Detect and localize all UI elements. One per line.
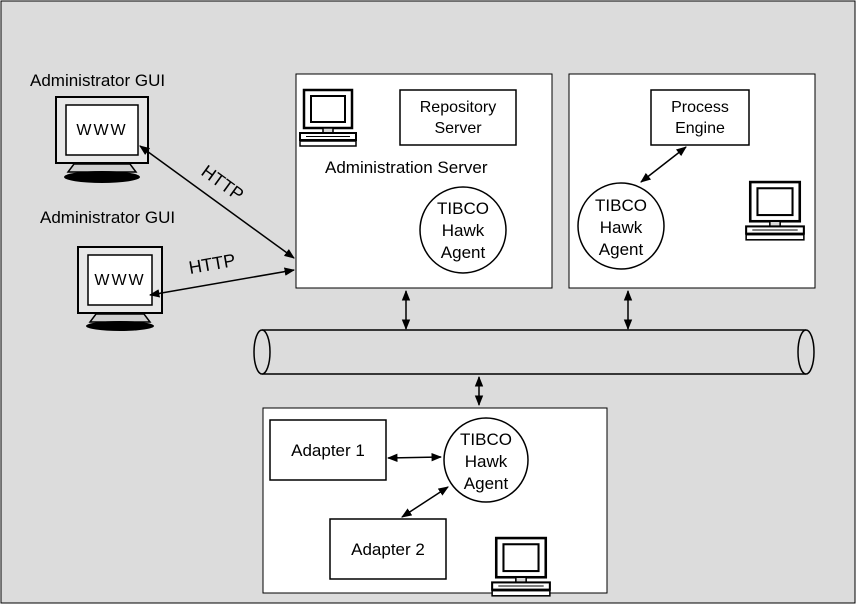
process-hawk-agent-line2: Hawk [600,218,643,237]
adapter1-box [269,419,387,481]
gui-bottom-label: Administrator GUI [40,208,175,227]
http-top-arrow [139,145,295,259]
process-hawk-agent-line1: TIBCO [595,196,647,215]
gui-bottom-screen-text: WWW [94,272,145,289]
process-engine-box [650,89,750,146]
http-bottom-arrow [148,267,296,298]
process-hawk-agent-circle [577,182,665,270]
process-server-computer-icon [744,180,806,242]
adapter2-box [329,518,447,580]
adapter-hawk-agent-line3: Agent [464,474,509,493]
admin-hawk-agent-circle [419,186,507,274]
admin-hawk-agent-line1: TIBCO [437,199,489,218]
admin-hawk-agent-line3: Agent [441,243,486,262]
repository-server-line1: Repository [420,99,496,116]
adapter-hawk-agent-circle [443,417,529,503]
admin-server-computer-icon [298,88,358,148]
process-engine-line2: Engine [675,120,725,137]
admin-hawk-agent-line2: Hawk [442,221,485,240]
gui-top-screen-text: WWW [76,122,127,139]
admin-server-title: Administration Server [325,158,488,177]
adapter2-label: Adapter 2 [351,540,425,559]
process-hawk-agent-line3: Agent [599,240,644,259]
adapter2-agent-arrow [401,486,449,518]
network-bus [253,329,815,375]
gui-bottom-monitor-icon [77,246,163,331]
adapter1-agent-arrow [386,452,443,463]
gui-top-monitor-icon [55,96,149,183]
adapter-hawk-agent-line2: Hawk [465,452,508,471]
adapter-hawk-agent-line1: TIBCO [460,430,512,449]
adapter-server-computer-icon [490,536,552,598]
adapter1-label: Adapter 1 [291,441,365,460]
engine-agent-arrow [640,146,687,183]
gui-top-label: Administrator GUI [30,71,165,90]
process-engine-line1: Process [671,99,729,116]
repository-server-line2: Server [434,120,482,137]
repository-server-box [399,89,517,146]
